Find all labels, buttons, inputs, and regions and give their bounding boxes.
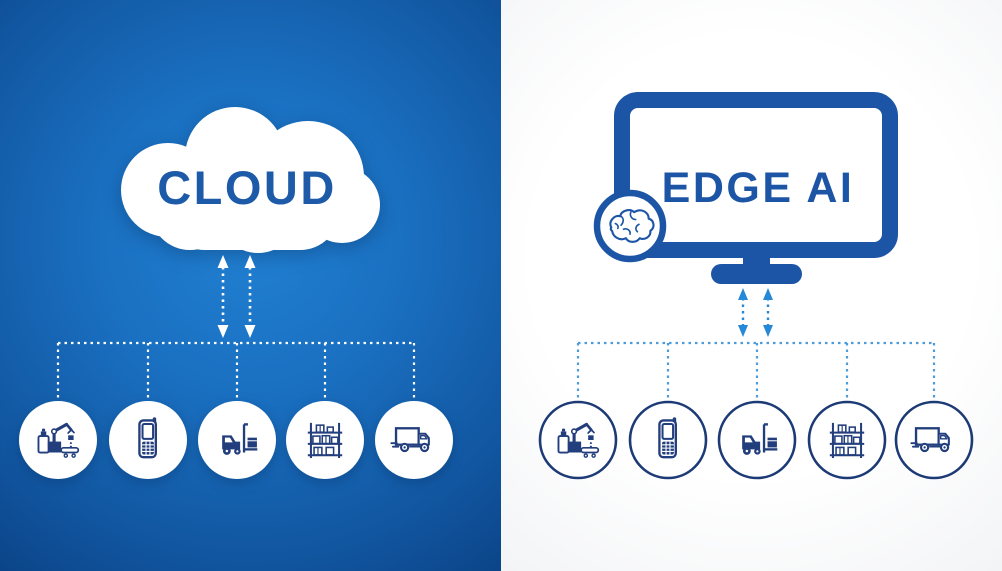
cloud-panel-graphics: CLOUD — [19, 107, 453, 479]
edge-brain-badge — [593, 189, 667, 263]
cloud-label: CLOUD — [157, 161, 337, 214]
edge-ai-panel: EDGE AI — [501, 0, 1002, 571]
edge-ai-panel-graphics: EDGE AI — [538, 92, 974, 480]
edge-monitor: EDGE AI — [614, 92, 898, 284]
edge-ai-label: EDGE AI — [662, 164, 855, 212]
handheld-scanner-icon — [138, 416, 158, 459]
edge-device-connector — [576, 341, 936, 402]
cloud-uplink-arrows — [217, 255, 256, 338]
edge-downlink-arrows — [738, 288, 773, 337]
cloud-shape: CLOUD — [121, 107, 380, 253]
cloud-device-connector — [56, 341, 416, 401]
edge-device-circles — [538, 400, 974, 480]
cloud-device-circles — [19, 401, 453, 479]
cloud-panel: CLOUD — [0, 0, 501, 571]
handheld-scanner-icon — [658, 416, 678, 459]
